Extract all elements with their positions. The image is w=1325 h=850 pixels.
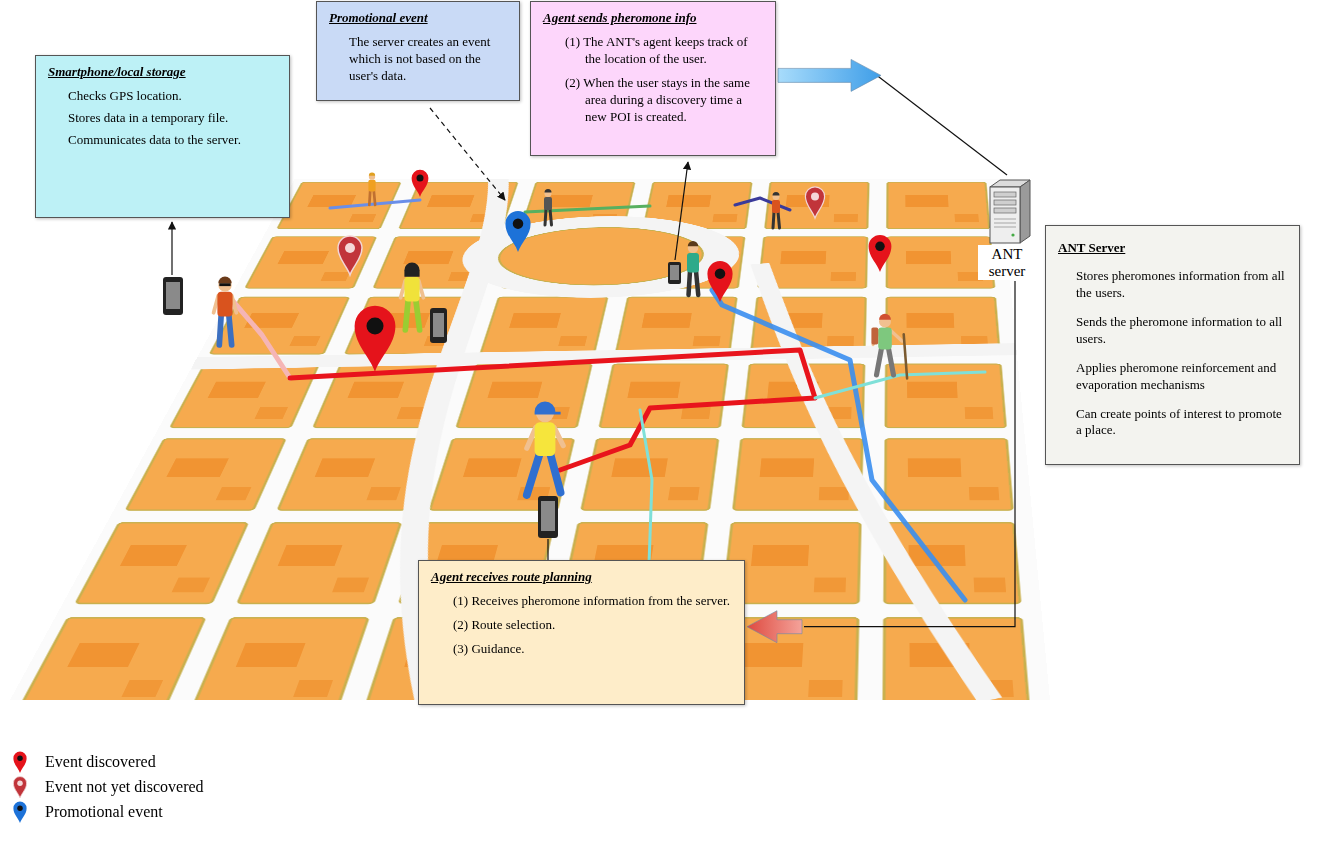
legend-text: Promotional event	[45, 802, 163, 822]
routes	[232, 198, 985, 600]
box-text: (3) Guidance.	[431, 641, 732, 658]
legend-pins	[13, 752, 26, 823]
event-pins	[338, 170, 891, 372]
box-text: (2) Route selection.	[431, 617, 732, 634]
box-heading: Smartphone/local storage	[48, 64, 277, 80]
box-text: (2) When the user stays in the same area…	[543, 75, 763, 126]
box-heading: Agent sends pheromone info	[543, 10, 763, 26]
box-text: (1) The ANT's agent keeps track of the l…	[543, 34, 763, 68]
box-text: Checks GPS location.	[48, 88, 277, 105]
box-text: Communicates data to the server.	[48, 132, 277, 149]
box-heading: Agent receives route planning	[431, 569, 732, 585]
box-text: Applies pheromone reinforcement and evap…	[1058, 360, 1287, 394]
box-text: Stores pheromones information from all t…	[1058, 268, 1287, 302]
box-heading: ANT Server	[1058, 240, 1287, 256]
box-heading: ANT server	[978, 245, 1036, 280]
promotion-note: Promotional eventThe server creates an e…	[316, 1, 520, 101]
legend-text: Event discovered	[45, 752, 156, 772]
box-text: (1) Receives pheromone information from …	[431, 593, 732, 610]
connector	[778, 59, 1007, 175]
box-heading: Promotional event	[329, 10, 507, 26]
people	[214, 173, 908, 495]
server-symbol	[980, 175, 1034, 245]
agent-send-note: Agent sends pheromone info (1) The ANT's …	[530, 1, 776, 156]
server-node: ANT server	[978, 175, 1036, 280]
smartphones	[163, 262, 681, 538]
box-text: Can create points of interest to promote…	[1058, 406, 1287, 440]
storage-note: Smartphone/local storageChecks GPS locat…	[35, 55, 290, 218]
connector	[747, 281, 1015, 643]
box-text: Stores data in a temporary file.	[48, 110, 277, 127]
agent-receive-note: Agent receives route planning (1) Receive…	[418, 560, 745, 705]
server-note: ANT ServerStores pheromones information …	[1045, 225, 1300, 465]
legend-text: Event not yet discovered	[45, 777, 204, 797]
box-text: The server creates an event which is not…	[329, 34, 507, 85]
box-text: Sends the pheromone information to all u…	[1058, 314, 1287, 348]
